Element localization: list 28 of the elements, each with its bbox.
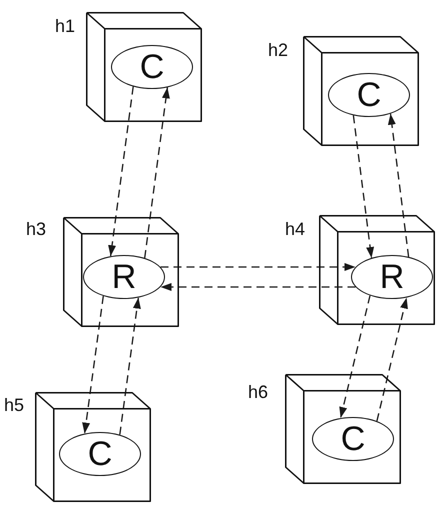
dashed-arrow [119, 298, 141, 435]
cube [35, 392, 151, 502]
ellipse-node: C [111, 45, 193, 89]
ellipse-node: C [328, 73, 410, 117]
dashed-arrow [339, 295, 371, 418]
cube [303, 36, 419, 146]
dashed-arrow [82, 296, 104, 434]
ellipse-node: C [59, 432, 141, 476]
host-label: h6 [248, 383, 268, 401]
ellipse-node: R [83, 255, 165, 299]
host-label: h2 [268, 41, 288, 59]
dashed-arrow [160, 263, 356, 271]
host-label: h1 [55, 17, 76, 35]
host-label: h5 [4, 396, 24, 414]
dashed-arrow [352, 115, 374, 258]
cube [285, 374, 401, 484]
dashed-arrow [388, 114, 410, 257]
ellipse-node: C [312, 417, 394, 461]
dashed-arrow [108, 86, 134, 256]
host-label: h4 [285, 220, 306, 238]
dashed-arrow [376, 297, 408, 422]
dashed-arrow [160, 283, 356, 291]
cube [319, 215, 435, 325]
ellipse-node: R [351, 255, 433, 299]
dashed-arrow [144, 87, 170, 258]
host-label: h3 [26, 220, 46, 238]
cube [63, 217, 179, 327]
cube [86, 12, 202, 122]
